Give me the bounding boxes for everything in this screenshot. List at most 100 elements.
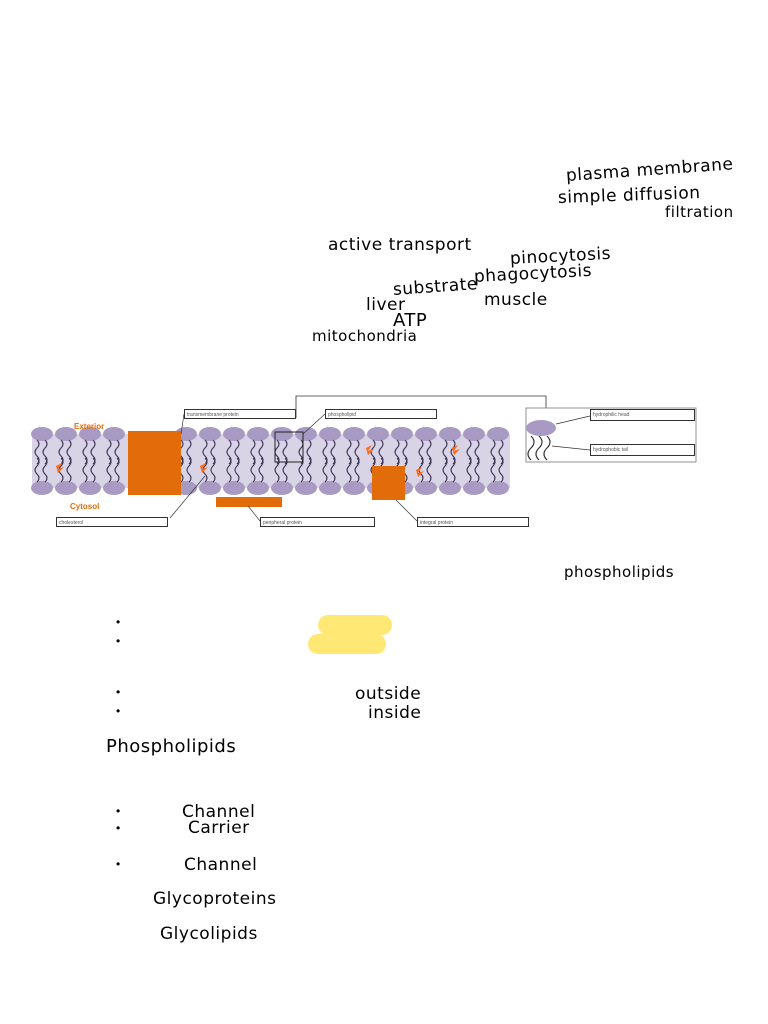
note-mitochondria: mitochondria — [312, 327, 418, 345]
phospholipid-head — [415, 427, 437, 441]
phospholipid-head — [31, 427, 53, 441]
phospholipid-tail — [226, 457, 232, 483]
note-carrier: Carrier — [188, 818, 250, 838]
highlight-mark-2 — [308, 634, 386, 654]
phospholipid-tail — [34, 457, 40, 483]
integral-protein — [372, 466, 405, 500]
phospholipid-head — [463, 481, 485, 495]
phospholipid-head — [199, 427, 221, 441]
note-atp: ATP — [393, 310, 428, 331]
phospholipid-head — [271, 427, 293, 441]
cholesterol-box: cholesterol — [56, 517, 168, 527]
phospholipid-tail — [90, 457, 96, 483]
note-phospholipids-left: Phospholipids — [106, 736, 237, 757]
phospholipid-tail — [450, 457, 456, 483]
phospholipid-head — [79, 481, 101, 495]
bullet: • — [116, 685, 121, 699]
note-muscle: muscle — [484, 290, 548, 310]
phospholipid-tail — [210, 457, 216, 483]
note-channel-2: Channel — [184, 855, 258, 875]
transmembrane-protein — [128, 431, 181, 495]
phospholipid-head — [295, 481, 317, 495]
phospholipid-tail — [426, 457, 432, 483]
exterior-label: Exterior — [74, 422, 105, 431]
note-glycoproteins: Glycoproteins — [153, 889, 277, 909]
phospholipid-tail — [466, 457, 472, 483]
hydrophilic-head-box: hydrophilic head — [590, 409, 695, 421]
phospholipid-highlight-box — [274, 431, 304, 463]
integral-protein-box: integral protein — [417, 517, 529, 527]
phospholipid-head — [391, 427, 413, 441]
phospholipid-tail — [442, 457, 448, 483]
phospholipid-head — [463, 427, 485, 441]
note-glycolipids: Glycolipids — [160, 924, 258, 944]
note-channel-1: Channel — [182, 802, 256, 822]
phospholipid-head — [103, 427, 125, 441]
phospholipid-head — [295, 427, 317, 441]
note-phagocytosis: phagocytosis — [473, 260, 593, 287]
phospholipid-head — [487, 427, 509, 441]
hydrophobic-tail-box: hydrophobic tail — [590, 444, 695, 456]
phospholipid-head — [319, 427, 341, 441]
phospholipid-tail — [42, 457, 48, 483]
phospholipid-tail — [346, 457, 352, 483]
phospholipid-head — [223, 481, 245, 495]
phospholipid-tail — [474, 457, 480, 483]
phospholipid-head — [487, 481, 509, 495]
phospholipid-head — [103, 481, 125, 495]
phospholipid-tail — [114, 457, 120, 483]
phospholipid-tail — [66, 457, 72, 483]
phospholipid-head — [439, 427, 461, 441]
phospholipid-head — [319, 481, 341, 495]
phospholipid-head — [199, 481, 221, 495]
highlight-mark-1 — [318, 615, 392, 635]
note-liver: liver — [366, 295, 406, 315]
phospholipid-head — [247, 427, 269, 441]
note-outside: outside — [355, 684, 422, 704]
bullet: • — [116, 804, 121, 818]
phospholipid-box: phospholipid — [325, 409, 437, 419]
bullet: • — [116, 615, 121, 629]
inset-head — [526, 420, 556, 436]
note-plasma-membrane: plasma membrane — [565, 154, 734, 186]
phospholipid-head — [271, 481, 293, 495]
phospholipid-head — [367, 427, 389, 441]
phospholipid-tail — [106, 457, 112, 483]
phospholipid-tail — [234, 457, 240, 483]
phospholipid-tail — [354, 457, 360, 483]
peripheral-protein — [216, 497, 282, 507]
bullet: • — [116, 634, 121, 648]
phospholipid-tail — [82, 457, 88, 483]
phospholipid-tail — [330, 457, 336, 483]
phospholipid-head — [55, 481, 77, 495]
phospholipid-tail — [306, 457, 312, 483]
phospholipid-tail — [490, 457, 496, 483]
peripheral-protein-box: peripheral protein — [260, 517, 375, 527]
phospholipid-head — [247, 481, 269, 495]
bullet: • — [116, 857, 121, 871]
bullet: • — [116, 821, 121, 835]
phospholipid-head — [223, 427, 245, 441]
bullet: • — [116, 704, 121, 718]
phospholipid-head — [79, 427, 101, 441]
membrane-diagram-svg — [31, 395, 697, 522]
phospholipid-tail — [498, 457, 504, 483]
note-inside: inside — [368, 703, 422, 723]
phospholipid-tail — [250, 457, 256, 483]
phospholipid-tail — [186, 457, 192, 483]
transmembrane-protein-box: transmembrane protein — [184, 409, 296, 419]
phospholipid-head — [343, 427, 365, 441]
note-filtration: filtration — [665, 203, 734, 221]
note-phospholipids-right: phospholipids — [564, 563, 675, 581]
phospholipid-tail — [258, 457, 264, 483]
cholesterol-marks — [56, 445, 460, 477]
note-active-transport: active transport — [328, 235, 472, 255]
phospholipid-head — [343, 481, 365, 495]
phospholipid-tail — [322, 457, 328, 483]
membrane-diagram: Exterior Cytosol transmembrane protein p… — [0, 390, 768, 540]
phospholipid-head — [55, 427, 77, 441]
phospholipid-head — [439, 481, 461, 495]
phospholipid-head — [415, 481, 437, 495]
phospholipid-head — [31, 481, 53, 495]
cytosol-label: Cytosol — [70, 502, 100, 511]
